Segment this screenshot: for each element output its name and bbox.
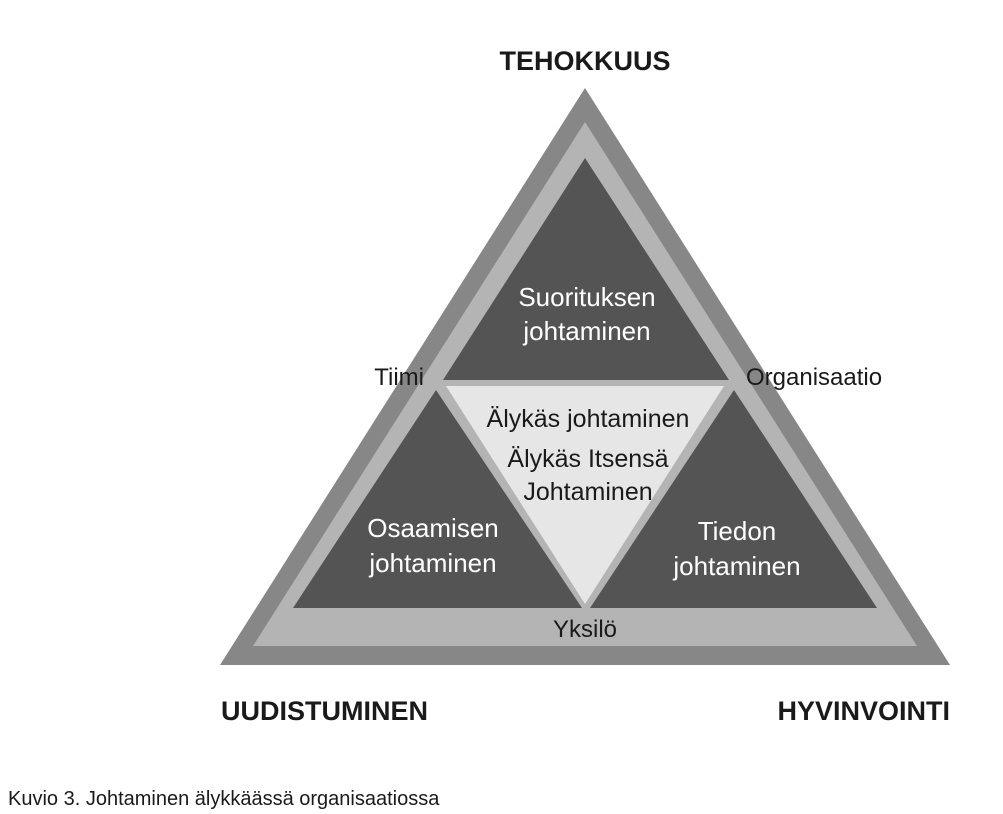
edge-label-right: Organisaatio xyxy=(746,364,882,391)
segment-right-triangle xyxy=(590,390,877,608)
edge-label-bottom: Yksilö xyxy=(553,616,617,643)
segment-top-label-line2: johtaminen xyxy=(522,316,650,346)
corner-label-bottom-right: HYVINVOINTI xyxy=(777,696,950,726)
segment-right-label-line1: Tiedon xyxy=(698,516,777,546)
segment-top-label-line1: Suorituksen xyxy=(518,282,655,312)
segment-right-label-line2: johtaminen xyxy=(672,551,800,581)
corner-label-bottom-left: UUDISTUMINEN xyxy=(221,696,428,726)
segment-center-triangle xyxy=(446,386,724,604)
segment-center-label-line3: Johtaminen xyxy=(523,478,652,506)
segment-left-triangle xyxy=(293,390,582,608)
segment-left-label-line2: johtaminen xyxy=(368,548,496,578)
segment-center-label-line1: Älykäs johtaminen xyxy=(487,405,690,433)
segment-top-triangle xyxy=(443,158,729,380)
segment-center-label-line2: Älykäs Itsensä xyxy=(507,445,668,473)
segment-left-label-line1: Osaamisen xyxy=(367,513,499,543)
figure-caption: Kuvio 3. Johtaminen älykkäässä organisaa… xyxy=(8,788,440,810)
edge-label-left: Tiimi xyxy=(374,364,424,391)
corner-label-top: TEHOKKUUS xyxy=(499,46,670,76)
